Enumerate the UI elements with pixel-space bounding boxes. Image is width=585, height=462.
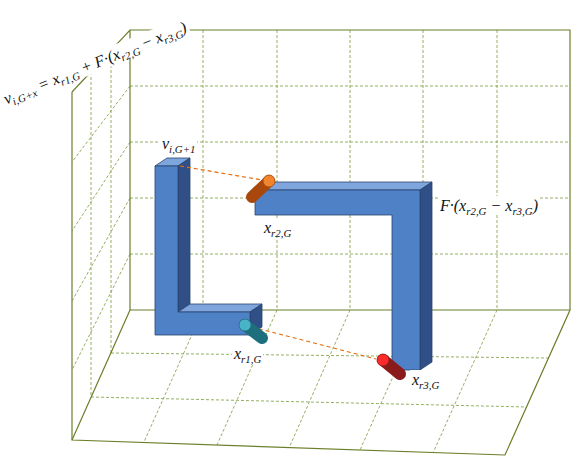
difference-label: F·(xr2,G − xr3,G) xyxy=(438,196,540,215)
red-cylinder xyxy=(377,354,400,374)
vector-label: xr3,G xyxy=(410,370,441,389)
vector-label: xr2,G xyxy=(262,218,293,237)
teal-cylinder xyxy=(239,319,262,338)
grid-frame xyxy=(72,30,570,455)
left-l-shape xyxy=(155,158,262,335)
dashed-leaders xyxy=(180,166,376,359)
vector-label: xr1,G xyxy=(232,344,263,363)
grid-lines xyxy=(72,30,570,453)
formula-label: vi,G+x = xr1,G + F·(xr2,G − xr3,G) xyxy=(0,17,191,110)
right-hook-shape xyxy=(255,182,432,370)
vector-label: vi,G+1 xyxy=(160,134,197,153)
orange-cylinder xyxy=(252,175,275,197)
